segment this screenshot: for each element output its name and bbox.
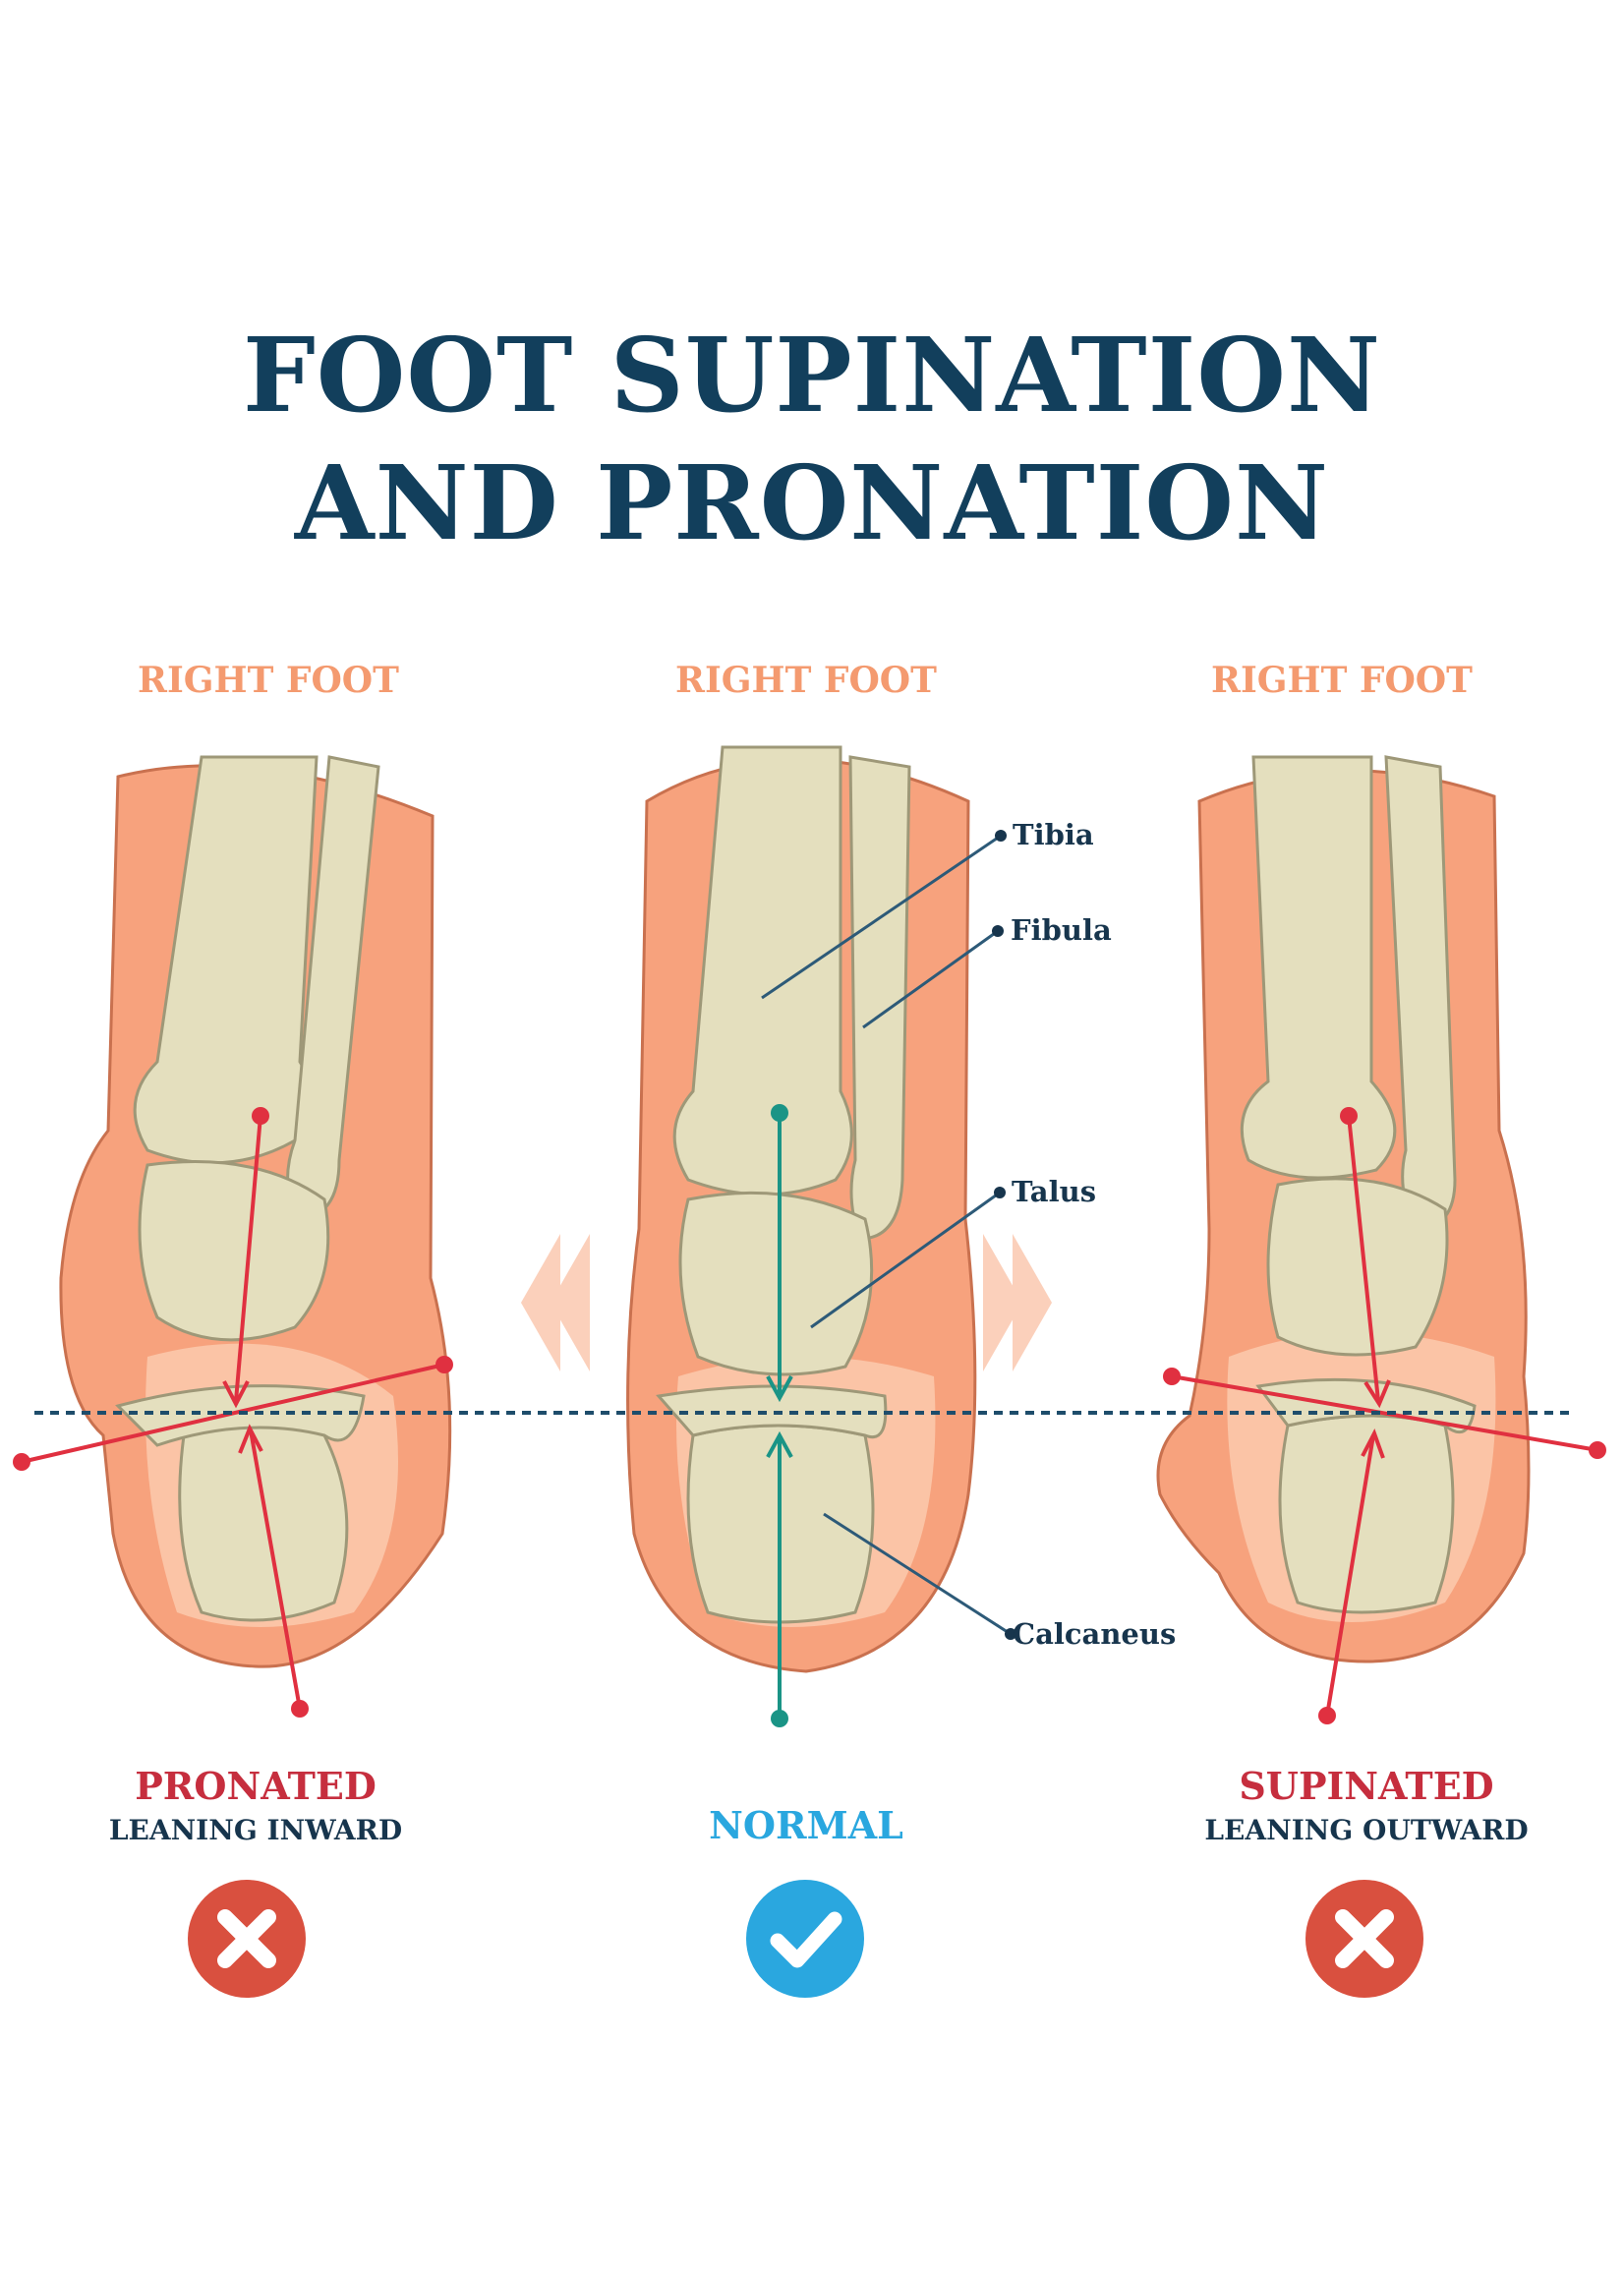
status-pronated-description: LEANING INWARD (108, 1814, 403, 1846)
supinated-foot (1156, 755, 1606, 1724)
normal-heel-axis-dot (771, 1710, 788, 1727)
tibia-leader-line (761, 834, 1002, 1000)
cross-icon (1305, 1880, 1423, 1998)
pronated-heel-axis-arrowhead (238, 1424, 263, 1454)
supinated-tilt-dot-left (1163, 1368, 1181, 1385)
heading-pronated-foot: RIGHT FOOT (138, 660, 399, 701)
pronated-calcaneus (178, 1407, 349, 1622)
check-icon (746, 1880, 864, 1998)
pronated-tilt-dot-right (435, 1356, 453, 1373)
title-line-1: FOOT SUPINATION (242, 315, 1382, 436)
heading-normal-foot: RIGHT FOOT (675, 660, 937, 701)
calcaneus-leader-line (823, 1512, 1012, 1636)
pronated-tilt-dot-left (13, 1453, 30, 1471)
pronated-foot (13, 755, 453, 1718)
normal-right-motion-arrow-1 (983, 1234, 1022, 1371)
normal-leg-axis-dot (771, 1104, 788, 1122)
normal-talus (678, 1191, 874, 1376)
supinated-heel-axis-arrowhead (1361, 1429, 1385, 1459)
normal-left-motion-arrow-2 (551, 1234, 590, 1371)
pronated-talus (138, 1160, 330, 1342)
status-supinated-description: LEANING OUTWARD (1204, 1814, 1529, 1846)
fibula-leader-dot (992, 925, 1004, 937)
normal-foot (521, 745, 1052, 1727)
supinated-heel-axis (1325, 1434, 1375, 1717)
supinated-talus (1266, 1177, 1449, 1357)
status-supinated: SUPINATED (1239, 1764, 1494, 1808)
tibia-leader-dot (995, 830, 1007, 842)
pronated-leg-axis-dot (252, 1107, 269, 1125)
talus-leader-dot (994, 1187, 1006, 1198)
label-fibula: Fibula (1011, 913, 1112, 947)
status-normal: NORMAL (709, 1803, 903, 1847)
pronated-leg-axis-arrowhead (222, 1380, 250, 1409)
calcaneus-leader-dot (1005, 1628, 1016, 1640)
heading-supinated-foot: RIGHT FOOT (1211, 660, 1473, 701)
normal-subtalar-joint (656, 1384, 888, 1438)
talus-leader-line (810, 1191, 1001, 1329)
fibula-leader-line (862, 929, 999, 1029)
label-tibia: Tibia (1013, 818, 1094, 851)
pronated-tilt-line (21, 1363, 445, 1464)
normal-left-motion-arrow-1 (521, 1234, 560, 1371)
supinated-heel-axis-dot (1318, 1707, 1336, 1724)
normal-right-motion-arrow-2 (1013, 1234, 1052, 1371)
label-calcaneus: Calcaneus (1013, 1617, 1177, 1651)
normal-heel-axis-arrowhead (766, 1430, 793, 1458)
title-line-2: AND PRONATION (294, 442, 1330, 563)
normal-fibula (848, 755, 911, 1241)
pronated-heel-axis (249, 1429, 302, 1710)
supinated-leg-axis (1347, 1115, 1380, 1402)
label-talus: Talus (1012, 1175, 1097, 1208)
supinated-tilt-dot-right (1589, 1441, 1606, 1459)
supinated-tibia (1240, 755, 1397, 1180)
supinated-tilt-line (1171, 1374, 1598, 1452)
status-pronated: PRONATED (135, 1764, 377, 1808)
supinated-leg-axis-arrowhead (1363, 1379, 1391, 1409)
supinated-leg-axis-dot (1340, 1107, 1358, 1125)
cross-icon (188, 1880, 306, 1998)
pronated-heel-axis-dot (291, 1700, 309, 1718)
pronated-leg-axis (234, 1115, 262, 1402)
normal-leg-axis-arrowhead (766, 1375, 793, 1403)
